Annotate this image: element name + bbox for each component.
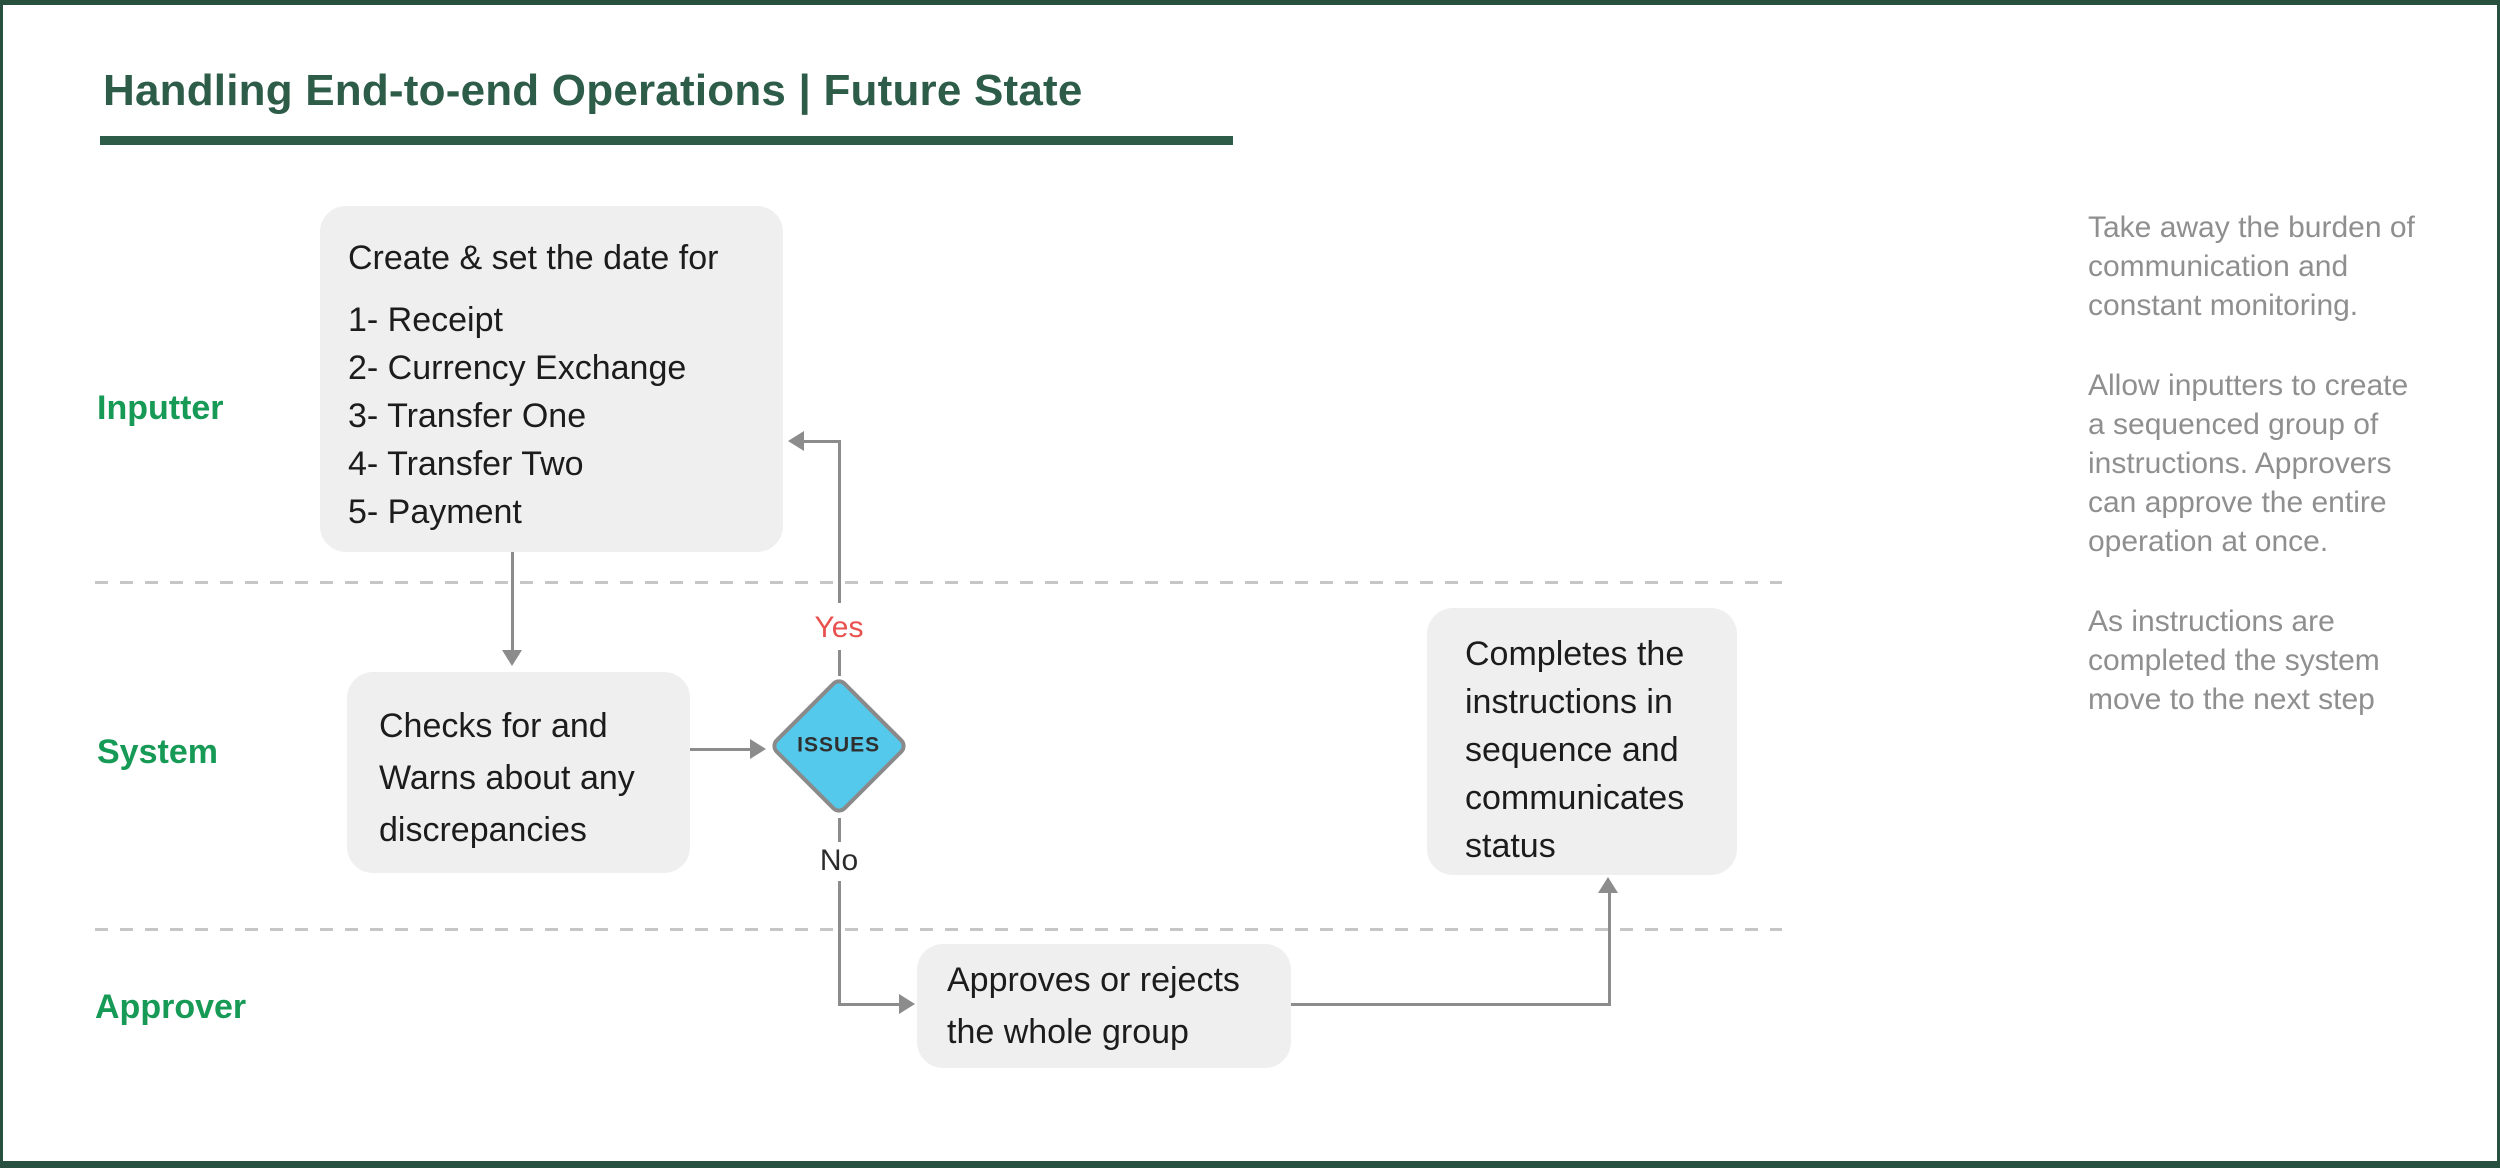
connector-no-vertical — [838, 881, 841, 1006]
lane-separator-inputter-system — [95, 581, 1782, 584]
connector-yes-vertical — [838, 440, 841, 603]
node-completes-line: status — [1465, 827, 1556, 865]
lane-label-system: System — [97, 733, 218, 771]
arrowhead-down-icon — [502, 650, 522, 666]
note-paragraph: Take away the burden of communication an… — [2088, 211, 2415, 322]
connector-no-segment — [838, 818, 841, 842]
arrowhead-up-icon — [1598, 877, 1618, 893]
node-completes-line: instructions in — [1465, 683, 1673, 721]
node-create-dates: Create & set the date for 1- Receipt 2- … — [320, 206, 783, 552]
connector-approves-horizontal — [1291, 1003, 1611, 1006]
edge-label-no: No — [819, 844, 859, 877]
lane-separator-system-approver — [95, 928, 1782, 931]
decision-label: ISSUES — [797, 734, 881, 757]
connector-checks-to-decision — [690, 748, 750, 751]
frame-right — [2497, 0, 2500, 1168]
list-item: 5- Payment — [348, 493, 522, 531]
page-title: Handling End-to-end Operations | Future … — [103, 66, 1083, 115]
list-item: 3- Transfer One — [348, 397, 587, 435]
connector-no-horizontal — [838, 1003, 899, 1006]
node-create-dates-intro: Create & set the date for — [348, 239, 719, 277]
frame-bottom — [0, 1161, 2500, 1168]
arrowhead-left-icon — [788, 431, 804, 451]
frame-left — [0, 0, 3, 1168]
node-checks-line: Checks for and — [379, 707, 608, 745]
node-checks-discrepancies: Checks for and Warns about any discrepan… — [347, 672, 690, 873]
node-completes-line: communicates — [1465, 779, 1685, 817]
connector-approves-vertical — [1608, 891, 1611, 1006]
list-item: 4- Transfer Two — [348, 445, 584, 483]
node-approves-line: the whole group — [947, 1013, 1189, 1051]
notes-panel: Take away the burden of communication an… — [2088, 208, 2426, 760]
node-checks-line: Warns about any — [379, 759, 635, 797]
frame-top — [0, 0, 2500, 5]
connector-create-to-checks — [511, 552, 514, 650]
note-paragraph: Allow inputters to create a sequenced gr… — [2088, 369, 2409, 558]
note-paragraph: As instructions are completed the system… — [2088, 605, 2380, 716]
node-completes-line: Completes the — [1465, 635, 1685, 673]
list-item: 1- Receipt — [348, 301, 503, 339]
node-checks-line: discrepancies — [379, 811, 587, 849]
connector-yes-horizontal — [802, 440, 840, 443]
node-completes-status: Completes the instructions in sequence a… — [1427, 608, 1737, 875]
node-approves-rejects: Approves or rejects the whole group — [917, 944, 1291, 1068]
edge-label-yes: Yes — [814, 611, 864, 644]
node-approves-line: Approves or rejects — [947, 961, 1240, 999]
arrowhead-right-icon — [899, 994, 915, 1014]
connector-yes-segment — [838, 650, 841, 676]
lane-label-inputter: Inputter — [97, 389, 224, 427]
node-completes-line: sequence and — [1465, 731, 1679, 769]
arrowhead-right-icon — [750, 739, 766, 759]
decision-diamond: ISSUES — [768, 675, 910, 817]
title-underline — [100, 136, 1233, 145]
lane-label-approver: Approver — [95, 988, 247, 1026]
list-item: 2- Currency Exchange — [348, 349, 687, 387]
